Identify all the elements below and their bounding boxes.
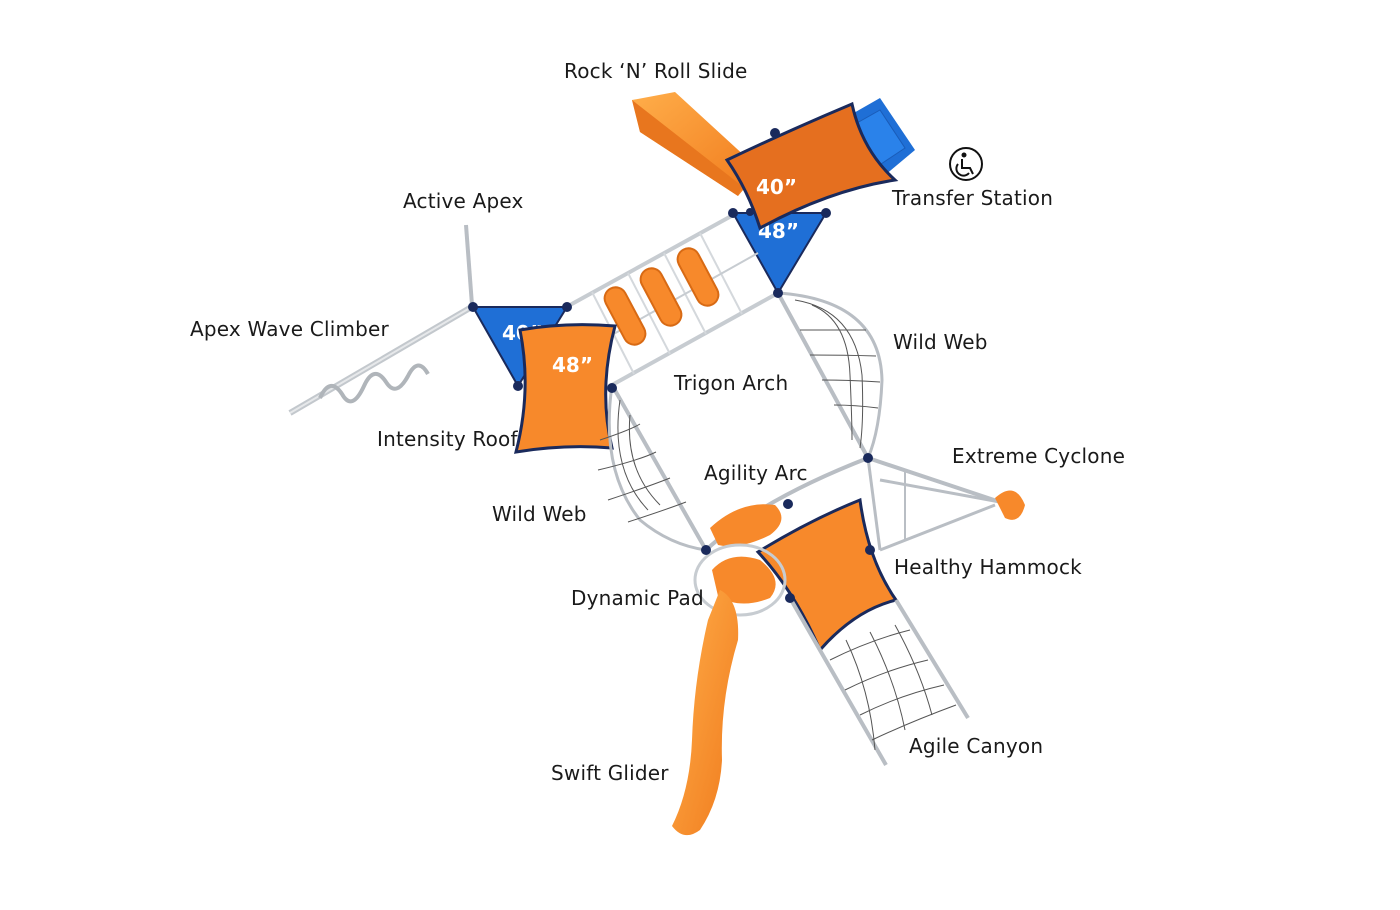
active-apex bbox=[464, 224, 474, 306]
label-wild-web-right: Wild Web bbox=[893, 330, 988, 354]
label-intensity-roof: Intensity Roof bbox=[377, 427, 518, 451]
label-rock-n-roll-slide: Rock ‘N’ Roll Slide bbox=[564, 59, 748, 83]
wild-web-right bbox=[776, 291, 884, 459]
label-apex-wave-climber: Apex Wave Climber bbox=[190, 317, 389, 341]
extreme-cyclone bbox=[866, 456, 1025, 552]
dynamic-pad bbox=[693, 504, 787, 617]
trigon-arch bbox=[569, 212, 779, 387]
label-wild-web-left: Wild Web bbox=[492, 502, 587, 526]
wheelchair-icon bbox=[949, 147, 983, 181]
agile-canyon bbox=[788, 597, 970, 766]
label-transfer-station: Transfer Station bbox=[892, 186, 1054, 210]
top-deck: 48” bbox=[731, 212, 828, 295]
label-swift-glider: Swift Glider bbox=[551, 761, 669, 785]
apex-wave-climber bbox=[288, 302, 477, 416]
label-extreme-cyclone: Extreme Cyclone bbox=[952, 444, 1126, 468]
label-agility-arc: Agility Arc bbox=[704, 461, 808, 485]
posts bbox=[468, 128, 875, 603]
label-trigon-arch: Trigon Arch bbox=[674, 371, 789, 395]
label-active-apex: Active Apex bbox=[403, 189, 524, 213]
top-roof-height: 40” bbox=[756, 175, 797, 199]
intensity-roof-height: 48” bbox=[552, 353, 593, 377]
label-healthy-hammock: Healthy Hammock bbox=[894, 555, 1082, 579]
swift-glider bbox=[672, 590, 739, 836]
wild-web-left bbox=[597, 384, 708, 552]
label-agile-canyon: Agile Canyon bbox=[909, 734, 1044, 758]
label-dynamic-pad: Dynamic Pad bbox=[571, 586, 704, 610]
intensity-roof: 48” bbox=[513, 323, 617, 454]
rock-n-roll-slide bbox=[632, 92, 760, 196]
top-roof: 40” bbox=[724, 101, 899, 231]
healthy-hammock bbox=[755, 497, 899, 653]
